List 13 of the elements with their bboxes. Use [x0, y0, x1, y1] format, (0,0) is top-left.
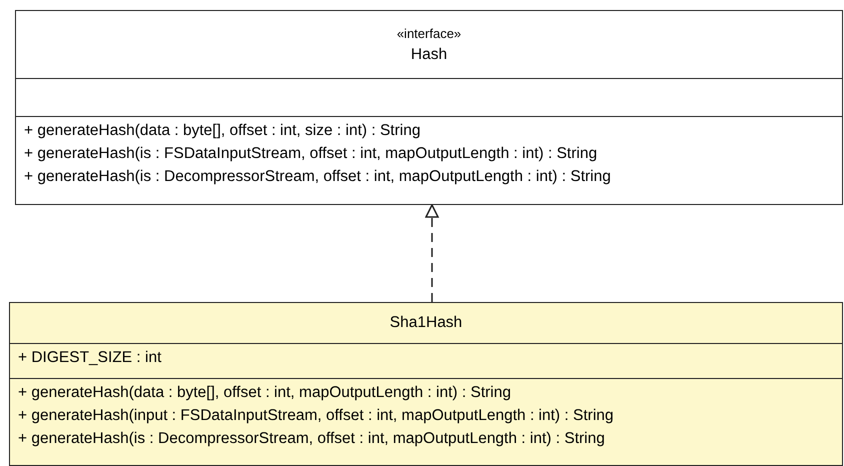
- method-text: + generateHash(data : byte[], offset : int, mapOutputLength : int) : String: [18, 383, 512, 403]
- method-text: + generateHash(input : FSDataInputStream, offset : int, mapOutputLength : int) : String: [18, 406, 615, 426]
- realization-arrow: [425, 204, 439, 302]
- method-text: + generateHash(data : byte[], offset : int, size : int) : String: [24, 121, 422, 141]
- stereotype-label: «interface»: [396, 25, 462, 43]
- class-name: Sha1Hash: [388, 313, 464, 333]
- method-text: + generateHash(is : FSDataInputStream, offset : int, mapOutputLength : int) : String: [24, 144, 598, 164]
- method-text: + generateHash(is : DecompressorStream, offset : int, mapOutputLength : int) : String: [18, 429, 606, 449]
- interface-box: [15, 10, 843, 205]
- method-text: + generateHash(is : DecompressorStream, offset : int, mapOutputLength : int) : String: [24, 167, 612, 187]
- class-name: Hash: [410, 45, 448, 65]
- class-box: [9, 302, 843, 466]
- attribute-text: + DIGEST_SIZE : int: [18, 348, 162, 368]
